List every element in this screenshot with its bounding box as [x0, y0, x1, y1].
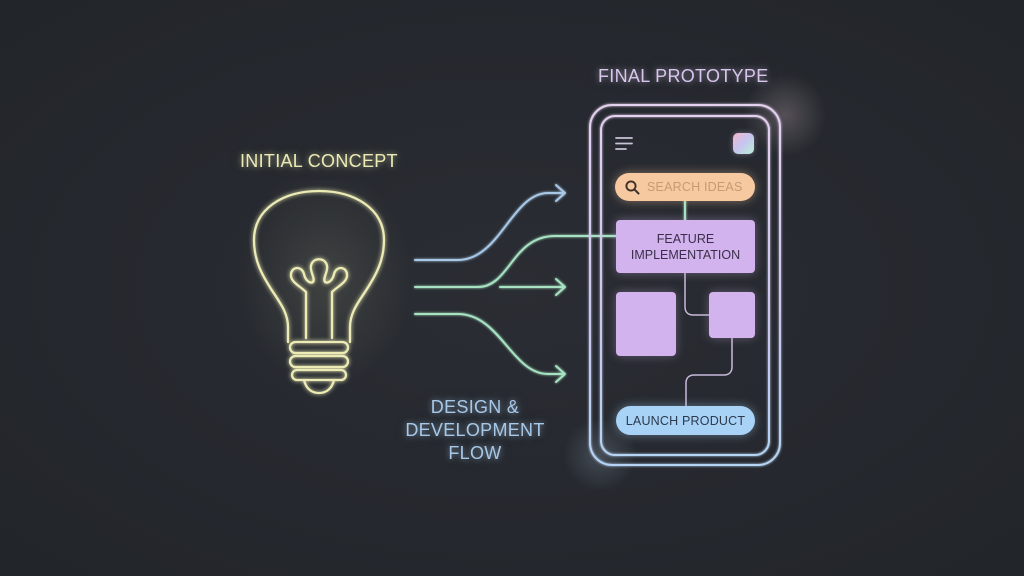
final-prototype-label: FINAL PROTOTYPE — [598, 66, 769, 86]
design-development-flow-label: DESIGN & DEVELOPMENT FLOW — [400, 396, 550, 465]
phone-frame — [589, 104, 781, 466]
flow-label-line-2: DEVELOPMENT — [405, 420, 545, 440]
launch-product-button[interactable]: LAUNCH PRODUCT — [616, 406, 755, 435]
placeholder-card-right[interactable] — [709, 292, 755, 338]
arrow-to-bottom — [414, 313, 565, 375]
flow-label-line-3: FLOW — [448, 443, 502, 463]
flow-label-line-1: DESIGN & — [430, 397, 520, 417]
initial-concept-label: INITIAL CONCEPT — [240, 151, 398, 171]
lightbulb-icon — [252, 189, 386, 395]
launch-product-label: LAUNCH PRODUCT — [625, 413, 746, 428]
feature-line-2: IMPLEMENTATION — [630, 247, 741, 262]
feature-line-1: FEATURE — [656, 231, 715, 246]
search-icon — [625, 179, 640, 194]
search-ideas-input[interactable]: SEARCH IDEAS — [615, 173, 755, 201]
search-placeholder: SEARCH IDEAS — [647, 180, 743, 194]
phone-connectors — [684, 273, 733, 406]
arrowhead-middle-icon — [555, 278, 566, 296]
avatar-icon[interactable] — [733, 133, 754, 154]
placeholder-card-left[interactable] — [616, 292, 676, 356]
hamburger-menu-icon[interactable] — [615, 137, 633, 150]
arrowhead-top-icon — [555, 184, 566, 202]
feature-implementation-card[interactable]: FEATURE IMPLEMENTATION — [616, 220, 755, 273]
arrow-to-search — [414, 192, 565, 261]
arrowhead-bottom-icon — [555, 365, 566, 383]
